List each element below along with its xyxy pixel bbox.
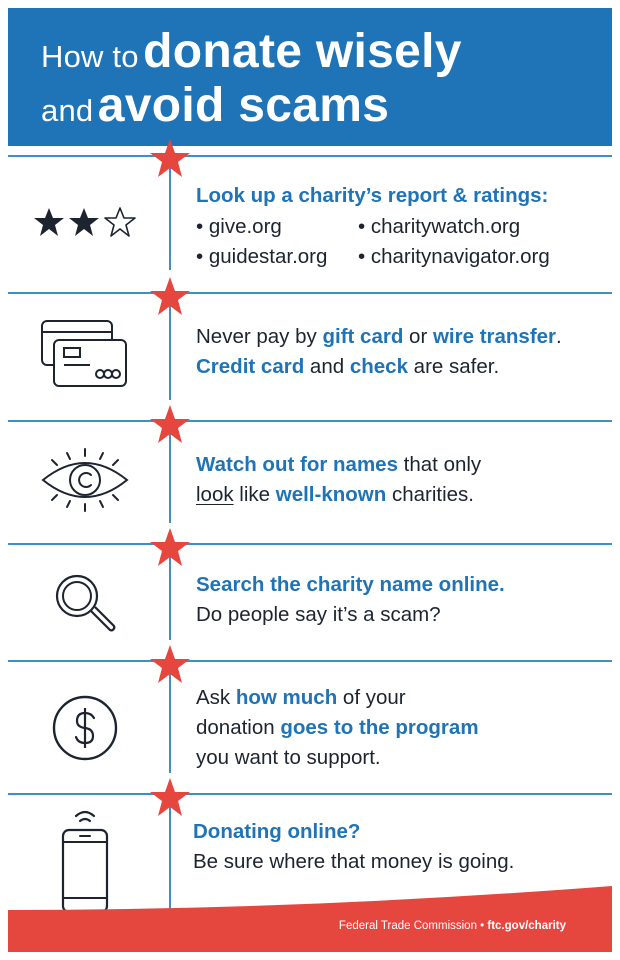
divider-line xyxy=(8,155,612,157)
dollar-coin-icon xyxy=(52,695,118,761)
money-line-3: you want to support. xyxy=(196,746,381,769)
title-line-2: and avoid scams xyxy=(41,78,389,133)
footer-red-wave xyxy=(8,886,612,952)
payment-line-2: Credit card and check are safer. xyxy=(196,352,499,382)
title-bold-1: donate wisely xyxy=(143,25,462,78)
timeline-star-icon xyxy=(150,778,190,816)
timeline-segment xyxy=(169,800,171,910)
search-question: Do people say it’s a scam? xyxy=(196,603,441,626)
text-span: Ask xyxy=(196,686,236,709)
site-charitywatch-org[interactable]: • charitywatch.org xyxy=(358,215,521,238)
timeline-star-icon xyxy=(150,277,190,315)
wire-transfer-emphasis: wire transfer xyxy=(432,325,557,348)
divider-line xyxy=(8,660,612,662)
money-line-2: donation goes to the program xyxy=(196,713,479,743)
timeline-star-icon xyxy=(150,645,190,683)
title-bold-2: avoid scams xyxy=(97,79,390,132)
title-line-1: How to donate wisely xyxy=(41,24,462,79)
how-much-emphasis: how much xyxy=(235,686,338,709)
names-line-1: Watch out for names that only xyxy=(196,450,481,480)
divider-line xyxy=(8,420,612,422)
title-light-1: How to xyxy=(41,39,139,74)
timeline-star-icon xyxy=(150,405,190,443)
footer-url-link[interactable]: ftc.gov/charity xyxy=(487,920,566,932)
timeline-segment xyxy=(169,300,171,400)
footer-agency: Federal Trade Commission • xyxy=(338,920,488,932)
timeline-segment xyxy=(169,428,171,523)
goes-to-program-emphasis: goes to the program xyxy=(280,716,479,739)
watch-names-emphasis: Watch out for names xyxy=(196,453,398,476)
text-span: donation xyxy=(196,716,281,739)
search-heading: Search the charity name online. xyxy=(196,573,505,596)
check-emphasis: check xyxy=(349,355,408,378)
divider-line xyxy=(8,793,612,795)
site-guidestar-org[interactable]: • guidestar.org xyxy=(196,245,328,268)
star-rating-icon xyxy=(34,207,136,237)
timeline-segment xyxy=(169,668,171,773)
eye-copyright-icon xyxy=(41,448,129,512)
names-line-2: look like well-known charities. xyxy=(196,480,474,510)
divider-line xyxy=(8,543,612,545)
text-span: or xyxy=(403,325,433,348)
ratings-heading: Look up a charity’s report & ratings: xyxy=(196,184,549,207)
text-span: like xyxy=(233,483,276,506)
timeline-star-icon xyxy=(150,139,190,177)
text-span: that only xyxy=(397,453,482,476)
divider-line xyxy=(8,292,612,294)
site-give-org[interactable]: • give.org xyxy=(196,215,282,238)
credit-card-emphasis: Credit card xyxy=(196,355,305,378)
look-underlined: look xyxy=(196,483,234,506)
timeline-star-icon xyxy=(150,528,190,566)
text-span: Never pay by xyxy=(196,325,323,348)
site-charitynavigator-org[interactable]: • charitynavigator.org xyxy=(358,245,550,268)
text-span: and xyxy=(304,355,350,378)
payment-line-1: Never pay by gift card or wire transfer. xyxy=(196,322,562,352)
footer-credit: Federal Trade Commission • ftc.gov/chari… xyxy=(339,920,566,932)
money-line-1: Ask how much of your xyxy=(196,683,406,713)
text-span: . xyxy=(556,325,562,348)
well-known-emphasis: well-known xyxy=(275,483,387,506)
donating-online-advice: Be sure where that money is going. xyxy=(193,850,515,873)
credit-cards-icon xyxy=(41,320,127,387)
header-banner: How to donate wisely and avoid scams xyxy=(8,8,612,146)
donating-online-heading: Donating online? xyxy=(193,820,361,843)
timeline-segment xyxy=(169,160,171,270)
text-span: charities. xyxy=(386,483,474,506)
magnifier-icon xyxy=(55,574,116,632)
text-span: are safer. xyxy=(407,355,500,378)
gift-card-emphasis: gift card xyxy=(322,325,404,348)
title-light-2: and xyxy=(41,93,94,128)
text-span: of your xyxy=(337,686,406,709)
timeline-segment xyxy=(169,552,171,640)
